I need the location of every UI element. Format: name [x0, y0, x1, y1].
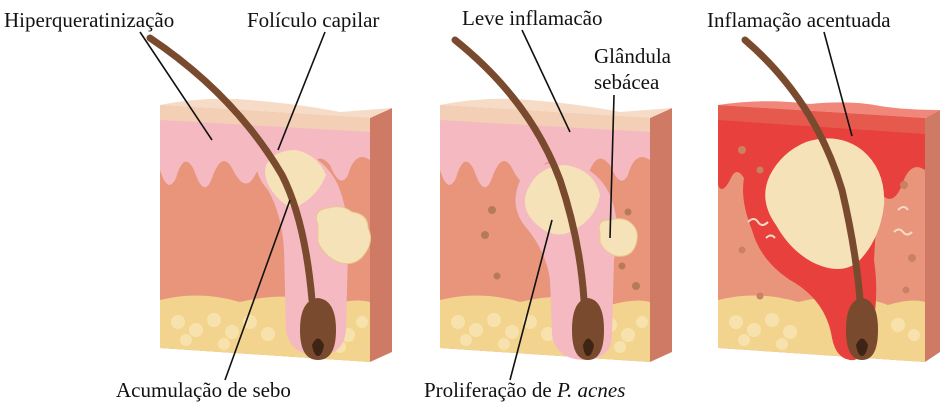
label-proliferacao-prefix: Proliferação de	[424, 378, 557, 402]
label-foliculo-capilar: Folículo capilar	[247, 10, 379, 31]
panel-1-skin-block	[150, 38, 392, 362]
panel-3-skin-block	[718, 40, 940, 362]
label-inflamacao-acentuada: Inflamação acentuada	[707, 10, 891, 31]
label-glandula: Glândula	[594, 46, 671, 67]
label-sebacea: sebácea	[594, 72, 659, 93]
label-leve-inflamacao: Leve inflamacão	[462, 8, 603, 29]
label-hiperqueratinizacao: Hiperqueratinização	[4, 10, 174, 31]
label-acumulacao-sebo: Acumulação de sebo	[116, 380, 291, 401]
label-proliferacao: Proliferação de P. acnes	[424, 380, 625, 401]
label-proliferacao-species: P. acnes	[557, 378, 625, 402]
